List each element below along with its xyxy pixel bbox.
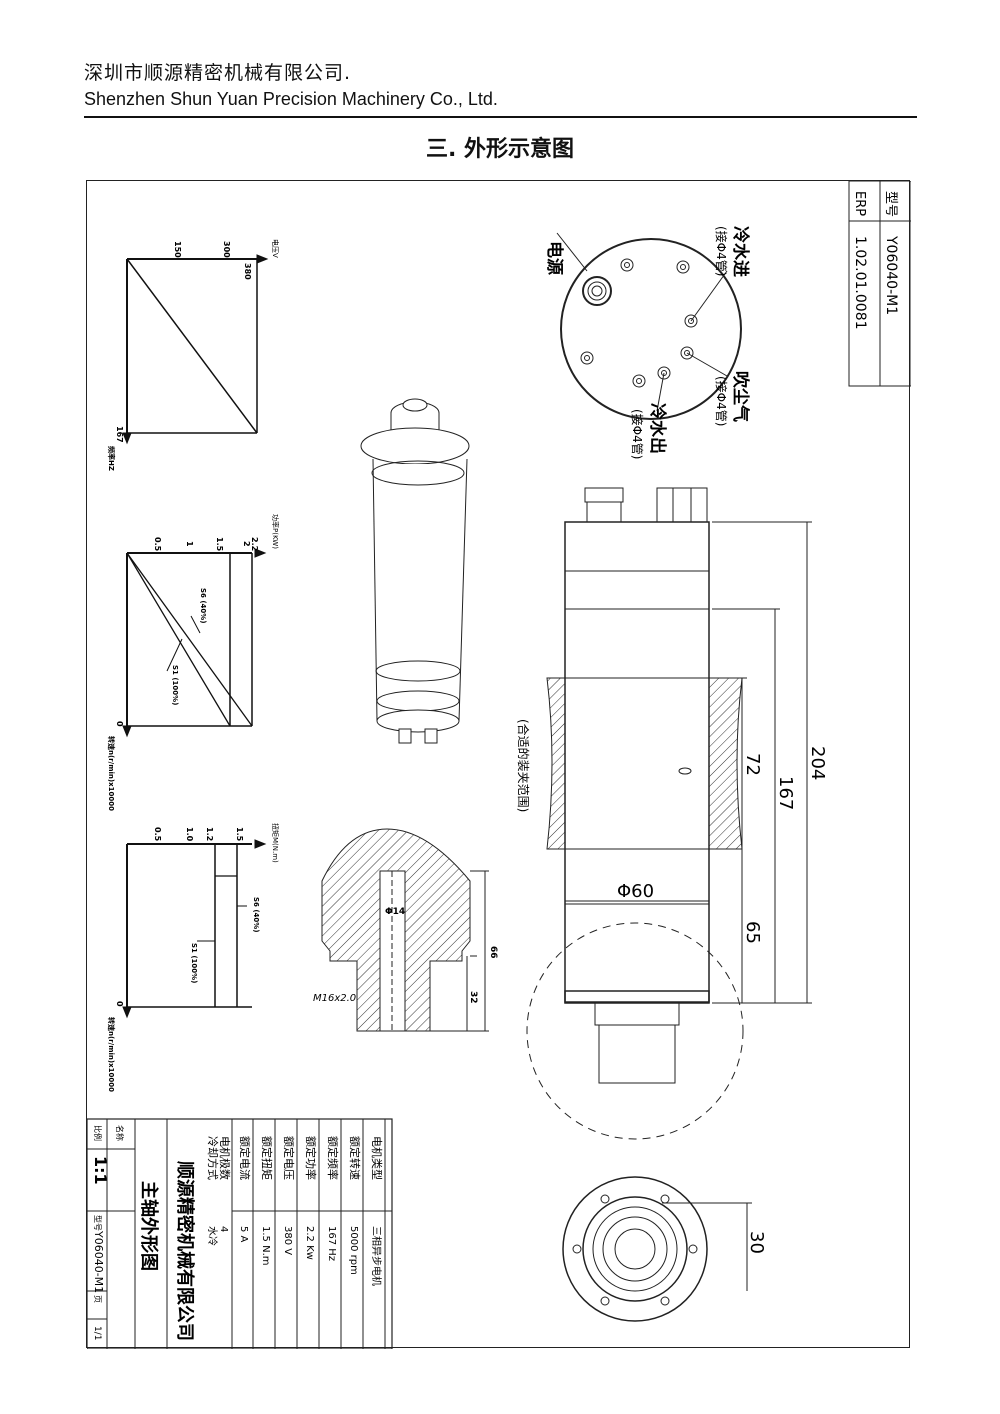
spindle-3d-view bbox=[360, 398, 470, 744]
label-blow: 吹尘气 bbox=[730, 371, 751, 422]
company-name-cn: 深圳市顺源精密机械有限公司. bbox=[84, 62, 352, 84]
power-chart-tick: 0.5 bbox=[153, 537, 162, 552]
spec-value: 2.2 Kw bbox=[304, 1226, 315, 1260]
section-len: 66 bbox=[488, 946, 498, 959]
spec-value: 5000 rpm bbox=[348, 1226, 359, 1275]
power-chart-tick: 2.2 bbox=[250, 537, 259, 551]
power-chart-s1-label: S1 (100%) bbox=[171, 665, 179, 705]
torque-chart bbox=[122, 839, 267, 1019]
label-blow-note: (接Φ4管) bbox=[714, 376, 729, 426]
voltage-chart-x-axis: 频率HZ bbox=[107, 446, 116, 471]
spindle-bottom-view bbox=[562, 1176, 708, 1322]
dim-total: 204 bbox=[807, 746, 828, 780]
spec-value: 380 V bbox=[282, 1226, 293, 1255]
header-divider bbox=[84, 116, 917, 118]
model-label: 型号 bbox=[883, 191, 898, 217]
power-chart-tick: 2 bbox=[242, 541, 251, 547]
power-chart bbox=[122, 548, 267, 738]
spec-value: 1.5 N.m bbox=[260, 1226, 271, 1265]
name-label: 名称 bbox=[115, 1125, 125, 1141]
power-chart-x-axis: 转速n(r/min)x10000 bbox=[107, 736, 116, 811]
spec-value: 167 Hz bbox=[326, 1226, 337, 1261]
torque-chart-s6-label: S6 (40%) bbox=[252, 897, 260, 933]
dim-clamp: 72 bbox=[742, 753, 763, 776]
model-value: Y06040-M1 bbox=[883, 235, 899, 315]
spec-label: 额定电压 bbox=[282, 1136, 296, 1180]
technical-drawing-frame: 型号 Y06040-M1 ERP 1.02.01.0081 150 300 38… bbox=[86, 180, 912, 1350]
dim-lower: 65 bbox=[742, 921, 763, 944]
power-chart-y-axis: 功率P(KW) bbox=[271, 514, 280, 549]
torque-chart-s1-label: S1 (100%) bbox=[190, 943, 198, 983]
section-title: 三. 外形示意图 bbox=[425, 137, 575, 162]
spec-label: 额定转速 bbox=[348, 1136, 362, 1180]
power-chart-origin: 0 bbox=[115, 721, 124, 727]
sheet-value: 1/1 bbox=[92, 1326, 102, 1340]
voltage-chart-x-max: 167 bbox=[115, 426, 124, 443]
voltage-chart-tick: 300 bbox=[222, 241, 231, 258]
model-label-table: 型号 bbox=[93, 1215, 102, 1231]
scale-label: 比例 bbox=[93, 1125, 103, 1141]
section-bore: Φ14 bbox=[385, 907, 405, 917]
section-view bbox=[321, 828, 489, 1032]
spec-rows bbox=[252, 1119, 386, 1349]
company-seal-text: 顺源精密机械有限公司 bbox=[174, 1161, 196, 1341]
power-chart-tick: 1 bbox=[185, 541, 194, 547]
spec-value: 三相异步电机 bbox=[370, 1226, 383, 1286]
voltage-chart-tick: 380 bbox=[243, 263, 252, 280]
torque-chart-tick: 0.5 bbox=[153, 827, 162, 842]
spec-label: 电机极数 bbox=[218, 1136, 232, 1180]
drawing-name: 主轴外形图 bbox=[138, 1181, 160, 1271]
model-value-table: Y06040-M1 bbox=[92, 1230, 105, 1293]
spec-label: 额定功率 bbox=[304, 1136, 318, 1180]
technical-drawing: 型号 Y06040-M1 ERP 1.02.01.0081 150 300 38… bbox=[86, 180, 912, 1350]
scale-value: 1:1 bbox=[91, 1156, 110, 1185]
power-chart-s6-label: S6 (40%) bbox=[199, 588, 207, 624]
spec-value: 4 bbox=[218, 1226, 229, 1232]
torque-chart-x-axis: 转速n(r/min)x10000 bbox=[107, 1017, 116, 1092]
label-cool-in: 冷水进 bbox=[730, 226, 751, 277]
spec-label: 额定电流 bbox=[238, 1136, 252, 1180]
spec-label: 冷却方式 bbox=[206, 1136, 220, 1180]
section-thread: M16x2.0 bbox=[313, 993, 356, 1004]
label-cool-out-note: (接Φ4管) bbox=[630, 409, 645, 459]
spindle-side-view bbox=[526, 487, 744, 1140]
dim-body: 167 bbox=[775, 776, 796, 810]
spec-label: 电机类型 bbox=[370, 1136, 384, 1180]
torque-chart-y-axis: 扭矩M(N.m) bbox=[271, 823, 280, 863]
label-cool-in-note: (接Φ4管) bbox=[714, 226, 729, 276]
erp-value: 1.02.01.0081 bbox=[852, 236, 868, 330]
spec-value: 5 A bbox=[238, 1226, 249, 1243]
spec-label: 额定扭矩 bbox=[260, 1136, 274, 1180]
dim-dia: Φ60 bbox=[617, 881, 654, 902]
torque-chart-tick: 1.2 bbox=[205, 827, 214, 841]
company-name-en: Shenzhen Shun Yuan Precision Machinery C… bbox=[84, 89, 498, 109]
label-cool-out: 冷水出 bbox=[647, 403, 668, 454]
power-chart-tick: 1.5 bbox=[215, 537, 224, 552]
torque-chart-origin: 0 bbox=[115, 1001, 124, 1007]
erp-label: ERP bbox=[852, 191, 867, 216]
voltage-chart bbox=[122, 254, 269, 445]
section-thread-len: 32 bbox=[468, 991, 478, 1004]
sheet-label: 页 bbox=[93, 1295, 102, 1303]
dimension-lines bbox=[565, 521, 812, 1291]
torque-chart-tick: 1.0 bbox=[185, 827, 194, 842]
spindle-end-view bbox=[556, 232, 742, 420]
model-block: 型号 Y06040-M1 ERP 1.02.01.0081 bbox=[848, 180, 912, 387]
spec-value: 水冷 bbox=[206, 1226, 219, 1246]
dim-nut: 30 bbox=[746, 1231, 767, 1254]
label-power: 电源 bbox=[544, 241, 565, 275]
spec-label: 额定频率 bbox=[326, 1136, 340, 1180]
clamp-note: (合适的装夹范围) bbox=[516, 719, 531, 812]
voltage-chart-y-axis: 电压V bbox=[271, 239, 280, 258]
torque-chart-tick: 1.5 bbox=[235, 827, 244, 842]
voltage-chart-tick: 150 bbox=[173, 241, 182, 258]
